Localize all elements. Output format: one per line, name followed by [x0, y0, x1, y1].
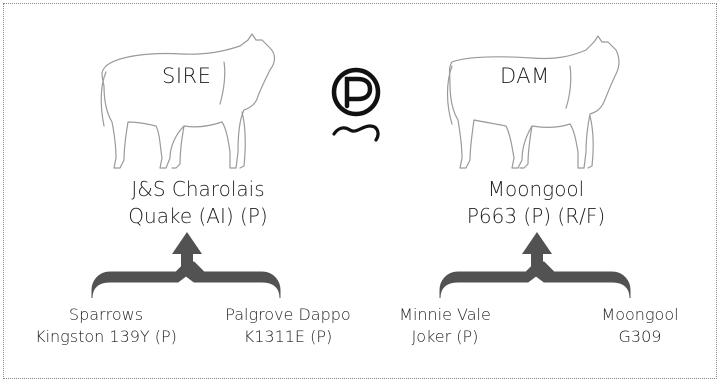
poll-p-icon — [331, 67, 381, 142]
dam-parent-2: Moongool G309 — [580, 304, 700, 347]
dam-parent-2-line1: Moongool — [601, 305, 679, 324]
dam-cow-icon — [446, 35, 620, 169]
sire-name: J&S Charolais Quake (AI) (P) — [98, 176, 298, 230]
sire-parent-1-line2: Kingston 139Y (P) — [35, 326, 177, 346]
sire-cow-icon — [100, 33, 276, 169]
sire-parent-2-line2: K1311E (P) — [243, 326, 333, 346]
dam-tag: DAM — [500, 64, 550, 88]
arrow-brace-icon-dam — [439, 232, 631, 299]
sire-name-line2: Quake (AI) (P) — [128, 204, 268, 228]
dam-name: Moongool P663 (P) (R/F) — [436, 176, 636, 230]
dam-parent-1-line1: Minnie Vale — [399, 305, 491, 324]
sire-parent-2: Palgrove Dappo K1311E (P) — [208, 304, 368, 347]
dam-name-line1: Moongool — [487, 177, 585, 201]
sire-name-line1: J&S Charolais — [131, 177, 265, 201]
diagram-frame — [3, 3, 717, 379]
dam-name-line2: P663 (P) (R/F) — [466, 204, 606, 228]
dam-parent-1: Minnie Vale Joker (P) — [380, 304, 510, 347]
sire-tag: SIRE — [162, 64, 212, 88]
sire-parent-1-line1: Sparrows — [68, 305, 144, 324]
dam-parent-1-line2: Joker (P) — [411, 326, 479, 346]
arrow-brace-icon — [91, 232, 281, 299]
sire-parent-2-line1: Palgrove Dappo — [225, 305, 351, 324]
dam-parent-2-line2: G309 — [618, 326, 662, 346]
sire-parent-1: Sparrows Kingston 139Y (P) — [16, 304, 196, 347]
